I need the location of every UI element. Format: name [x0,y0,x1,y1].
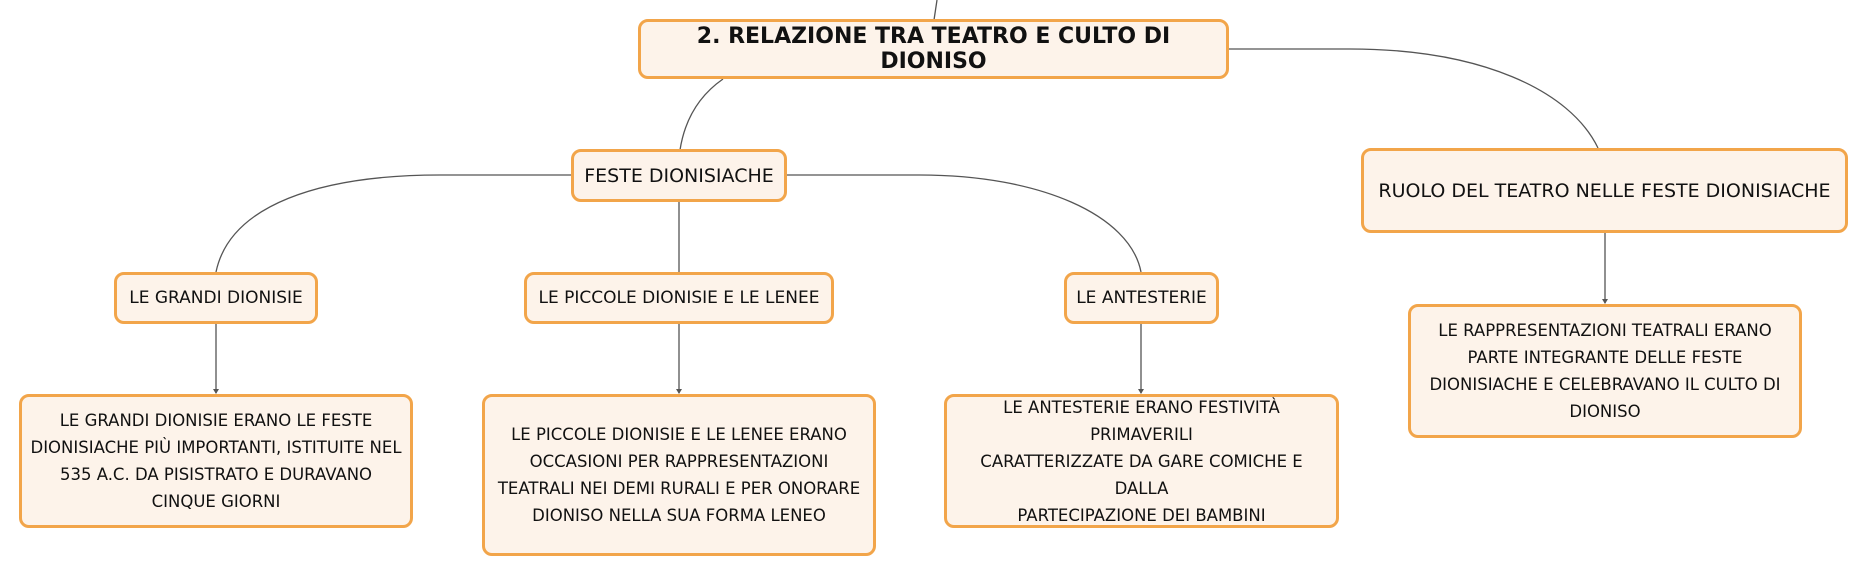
connector-parent-main [933,0,938,21]
piccole-dionisie-node[interactable]: LE PICCOLE DIONISIE E LE LENEE [524,272,834,324]
ruolo-teatro-description-node[interactable]: LE RAPPRESENTAZIONI TEATRALI ERANO PARTE… [1408,304,1802,438]
description-line: DIONISIACHE E CELEBRAVANO IL CULTO DI [1429,375,1781,394]
main-topic-node[interactable]: 2. RELAZIONE TRA TEATRO E CULTO DI DIONI… [638,19,1229,79]
description-line: DIONISIACHE PIÙ IMPORTANTI, ISTITUITE NE… [30,438,402,457]
ruolo-teatro-node[interactable]: RUOLO DEL TEATRO NELLE FESTE DIONISIACHE [1361,148,1848,233]
description-line: OCCASIONI PER RAPPRESENTAZIONI [529,452,829,471]
arrowhead [676,389,682,394]
grandi-dionisie-description-node[interactable]: LE GRANDI DIONISIE ERANO LE FESTE DIONIS… [19,394,413,528]
antesterie-label: LE ANTESTERIE [1076,288,1207,308]
grandi-dionisie-label: LE GRANDI DIONISIE [129,288,303,308]
antesterie-description-node[interactable]: LE ANTESTERIE ERANO FESTIVITÀ PRIMAVERIL… [944,394,1339,528]
arrowhead [1138,389,1144,394]
arrowhead [1602,299,1608,304]
feste-dionisiache-label: FESTE DIONISIACHE [584,164,774,187]
ruolo-teatro-label: RUOLO DEL TEATRO NELLE FESTE DIONISIACHE [1378,179,1831,202]
description-line: CARATTERIZZATE DA GARE COMICHE E DALLA [980,451,1303,498]
description-line: TEATRALI NEI DEMI RURALI E PER ONORARE [497,479,861,498]
connector-main-feste [679,78,724,151]
connector-feste-grandi [215,174,573,273]
piccole-dionisie-label: LE PICCOLE DIONISIE E LE LENEE [538,288,820,308]
main-topic-label: 2. RELAZIONE TRA TEATRO E CULTO DI DIONI… [696,24,1171,74]
grandi-dionisie-node[interactable]: LE GRANDI DIONISIE [114,272,318,324]
piccole-dionisie-description-node[interactable]: LE PICCOLE DIONISIE E LE LENEE ERANO OCC… [482,394,876,556]
connector-main-ruolo [1229,48,1599,149]
description-line: LE PICCOLE DIONISIE E LE LENEE ERANO [511,425,847,444]
description-line: DIONISO [1569,402,1641,421]
description-line: 535 A.C. DA PISISTRATO E DURAVANO [59,465,373,484]
description-line: PARTE INTEGRANTE DELLE FESTE [1467,348,1743,367]
arrowhead [213,389,219,394]
description-line: LE RAPPRESENTAZIONI TEATRALI ERANO [1438,321,1772,340]
antesterie-node[interactable]: LE ANTESTERIE [1064,272,1219,324]
connector-feste-antesterie [786,174,1142,273]
description-line: LE ANTESTERIE ERANO FESTIVITÀ PRIMAVERIL… [1003,397,1280,444]
description-line: PARTECIPAZIONE DEI BAMBINI [1017,505,1266,525]
feste-dionisiache-node[interactable]: FESTE DIONISIACHE [571,149,787,202]
description-line: DIONISO NELLA SUA FORMA LENEO [532,506,826,525]
description-line: LE GRANDI DIONISIE ERANO LE FESTE [59,411,373,430]
description-line: CINQUE GIORNI [151,492,281,511]
